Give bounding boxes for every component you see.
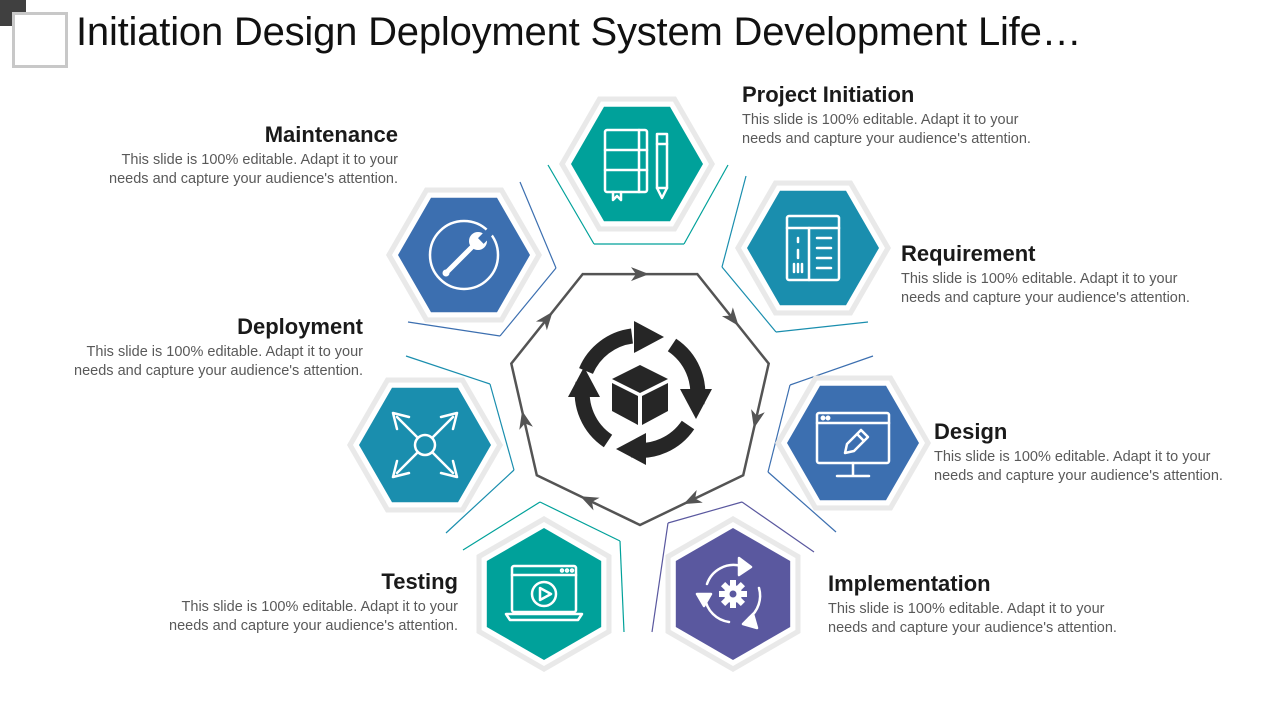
- stage-hexagon-design: [775, 375, 931, 511]
- cycle-arrowhead-top: [634, 321, 664, 353]
- connector-line-project-initiation-1: [683, 164, 729, 245]
- connector-line-requirement-1: [721, 266, 777, 333]
- connector-line-maintenance-0: [519, 181, 557, 269]
- stage-title: Testing: [381, 569, 458, 594]
- hexagon-fill: [747, 190, 879, 306]
- gear-cycle-icon: [695, 556, 762, 630]
- wrench-icon: [428, 219, 500, 291]
- stage-hexagon-project-initiation: [559, 96, 715, 232]
- central-heptagon: [509, 267, 771, 527]
- cube-icon: [612, 365, 668, 425]
- cycle-direction-arrow: [535, 311, 553, 331]
- cycle-arrowhead-right: [680, 389, 712, 419]
- connector-line-requirement-0: [721, 175, 747, 268]
- cycle-direction-arrow: [683, 489, 703, 505]
- connector-line-maintenance-2: [407, 321, 501, 337]
- stage-title: Project Initiation: [742, 82, 915, 107]
- stage-title: Design: [934, 419, 1008, 444]
- stage-hexagon-testing: [476, 516, 612, 672]
- stage-description: This slide is 100% editable. Adapt it to…: [109, 152, 398, 187]
- connector-line-implementation-1: [667, 501, 743, 524]
- connector-line-implementation-0: [651, 522, 669, 633]
- hexagon-fill: [359, 387, 491, 503]
- stage-hexagons: [347, 96, 931, 672]
- stage-hexagon-implementation: [665, 516, 801, 672]
- slide-title: Initiation Design Deployment System Deve…: [76, 10, 1082, 54]
- connector-line-testing-0: [619, 540, 625, 633]
- stage-description: This slide is 100% editable. Adapt it to…: [934, 449, 1223, 484]
- monitor-pencil-icon: [815, 411, 891, 478]
- connector-line-design-0: [789, 355, 874, 386]
- cycle-direction-arrow: [751, 409, 765, 429]
- cycle-arrow-top: [579, 328, 634, 375]
- connector-lines: [405, 164, 874, 633]
- hexagon-fill: [486, 528, 602, 660]
- stage-description: This slide is 100% editable. Adapt it to…: [74, 344, 363, 379]
- stage-description: This slide is 100% editable. Adapt it to…: [901, 271, 1190, 306]
- cycle-arrowhead-bottom: [616, 433, 646, 465]
- connector-line-maintenance-1: [499, 267, 557, 337]
- cycle-direction-arrow: [631, 267, 649, 282]
- stage-hexagon-maintenance: [386, 187, 542, 323]
- notebook-pencil-icon: [603, 128, 669, 202]
- cycle-direction-arrow: [580, 496, 600, 511]
- stage-description: This slide is 100% editable. Adapt it to…: [742, 112, 1031, 147]
- cycle-direction-arrow: [519, 410, 533, 430]
- connector-line-implementation-2: [741, 501, 815, 553]
- stage-hexagon-deployment: [347, 377, 503, 513]
- document-list-icon: [785, 214, 841, 282]
- connector-line-testing-1: [539, 501, 621, 542]
- cycle-direction-arrows: [519, 267, 765, 511]
- connector-line-design-2: [767, 471, 837, 533]
- laptop-play-icon: [504, 564, 584, 622]
- connector-line-testing-2: [462, 501, 541, 551]
- connector-line-deployment-0: [405, 355, 491, 385]
- connector-line-requirement-2: [775, 321, 869, 333]
- connector-line-deployment-2: [445, 469, 515, 534]
- stage-title: Implementation: [828, 571, 991, 596]
- hexagon-fill: [787, 385, 919, 501]
- stage-title: Deployment: [237, 314, 363, 339]
- connector-line-project-initiation-0: [547, 164, 595, 245]
- stage-description: This slide is 100% editable. Adapt it to…: [169, 599, 458, 634]
- cycle-heptagon-outline: [509, 272, 771, 527]
- connector-line-design-1: [767, 384, 791, 473]
- stage-title: Requirement: [901, 241, 1036, 266]
- corner-decoration-box: [12, 12, 68, 68]
- cube-cycle-icon: [568, 321, 712, 465]
- connector-line-deployment-1: [489, 383, 515, 471]
- stage-description: This slide is 100% editable. Adapt it to…: [828, 601, 1117, 636]
- cycle-arrowhead-left: [568, 367, 600, 397]
- cycle-direction-arrow: [721, 307, 739, 326]
- stage-hexagon-requirement: [735, 180, 891, 316]
- stage-title: Maintenance: [264, 122, 398, 147]
- expand-arrows-icon: [391, 411, 459, 479]
